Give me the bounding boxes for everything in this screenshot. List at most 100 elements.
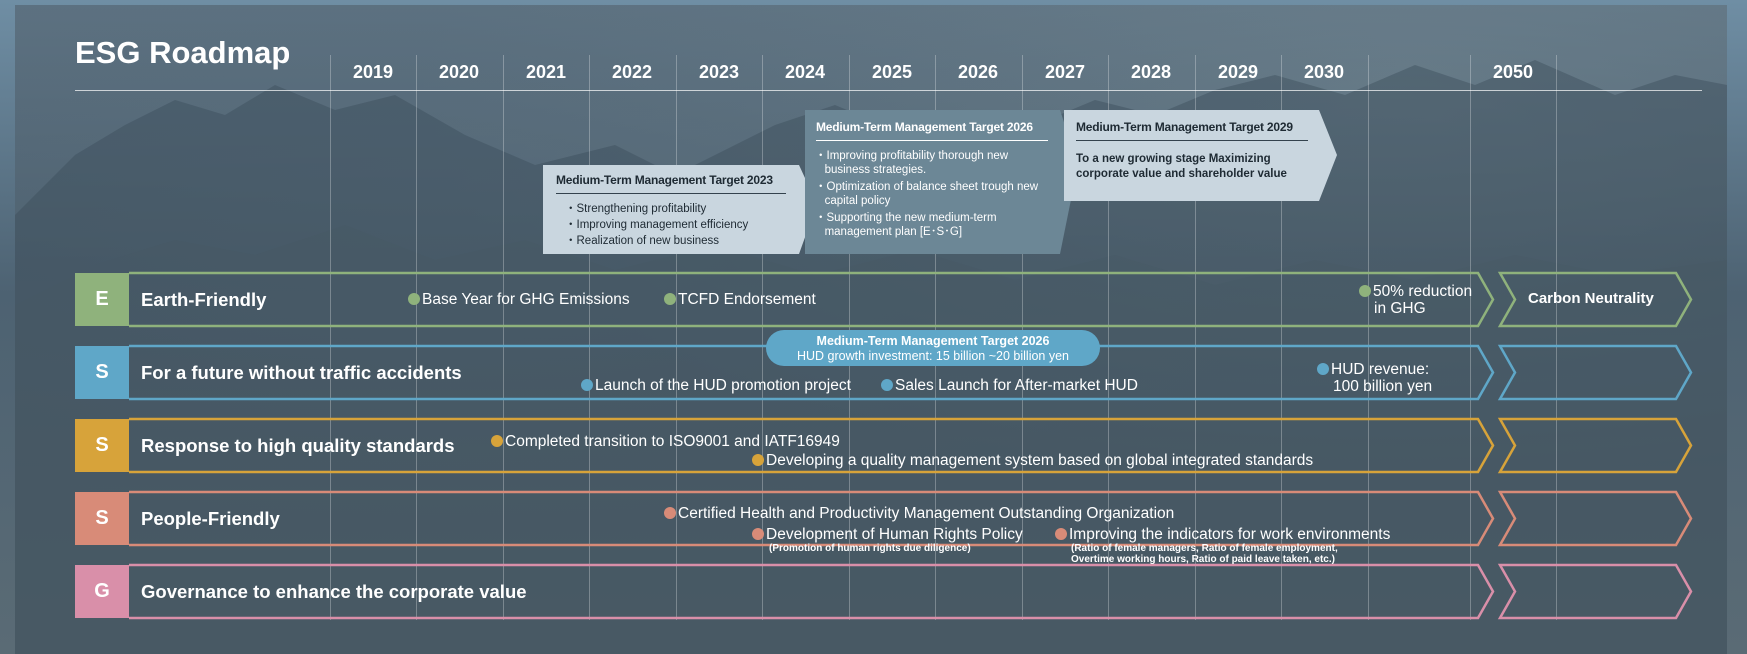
event-iso-transition: Completed transition to ISO9001 and IATF…: [491, 434, 840, 450]
year-2030: 2030: [1303, 62, 1345, 82]
event-quality-system: Developing a quality management system b…: [752, 453, 1313, 469]
target-2026-item: capital policy: [815, 195, 891, 207]
lane-people-label: People-Friendly: [141, 508, 280, 529]
lane-earth-badge-bg: [75, 273, 129, 326]
pill-title: Medium-Term Management Target 2026: [816, 334, 1050, 348]
target-2023-item: ・Improving management efficiency: [565, 219, 749, 231]
grid-line: [589, 55, 590, 620]
target-2029-line: To a new growing stage Maximizing: [1076, 153, 1271, 165]
lane-earth-label: Earth-Friendly: [141, 289, 267, 310]
milestone-dot: [1317, 363, 1329, 375]
year-2019: 2019: [352, 62, 394, 82]
lane-gov-goal-arrow: [1497, 563, 1693, 620]
milestone-dot: [881, 379, 893, 391]
event-work-environment-note: Overtime working hours, Ratio of paid le…: [1071, 554, 1335, 565]
lane-traffic-label: For a future without traffic accidents: [141, 362, 462, 383]
target-2029-box: [1064, 110, 1337, 201]
year-2026: 2026: [957, 62, 999, 82]
year-2023: 2023: [698, 62, 740, 82]
event-label: HUD revenue:: [1331, 361, 1430, 378]
lane-quality-badge: S: [95, 434, 109, 456]
page-title: ESG Roadmap: [75, 35, 291, 70]
lane-gov-label: Governance to enhance the corporate valu…: [141, 581, 527, 602]
target-2029-line: corporate value and shareholder value: [1076, 168, 1287, 180]
event-health-certification: Certified Health and Productivity Manage…: [664, 506, 1174, 522]
year-2021: 2021: [525, 62, 567, 82]
event-work-environment-note: (Ratio of female managers, Ratio of fema…: [1071, 543, 1338, 554]
milestone-dot: [752, 528, 764, 540]
pill-detail: HUD growth investment: 15 billion ~20 bi…: [796, 349, 1069, 363]
year-2025: 2025: [871, 62, 913, 82]
milestone-dot: [408, 293, 420, 305]
lane-gov-arrow: [129, 563, 1495, 620]
lane-traffic-badge: S: [95, 361, 109, 383]
target-2029-rule: [1076, 140, 1308, 141]
grid-line: [1195, 55, 1196, 620]
milestone-dot: [1055, 528, 1067, 540]
lane-quality-goal-arrow: [1497, 417, 1693, 474]
grid-line: [1368, 55, 1369, 620]
event-ghg-base-year: Base Year for GHG Emissions: [408, 292, 630, 308]
year-2024: 2024: [784, 62, 826, 82]
event-label: Certified Health and Productivity Manage…: [678, 505, 1175, 522]
lane-quality-label: Response to high quality standards: [141, 435, 455, 456]
grid-line: [416, 55, 417, 620]
grid-line: [503, 55, 504, 620]
year-2029: 2029: [1217, 62, 1259, 82]
roadmap-board: ESG Roadmap 2019 2020 2021 2022 2023 202…: [15, 5, 1727, 654]
milestone-dot: [752, 454, 764, 466]
event-label: Development of Human Rights Policy: [766, 526, 1023, 543]
milestone-dot: [1359, 285, 1371, 297]
year-2027: 2027: [1044, 62, 1086, 82]
target-2026-pill: Medium-Term Management Target 2026 HUD g…: [766, 330, 1100, 366]
lane-people-badge-bg: [75, 492, 129, 545]
event-human-rights-note: (Promotion of human rights due diligence…: [769, 543, 971, 554]
lane-people-badge: S: [95, 507, 109, 529]
grid-line: [1470, 55, 1471, 620]
event-hud-aftermarket: Sales Launch for After-market HUD: [881, 378, 1138, 394]
target-2026-item: ・Optimization of balance sheet trough ne…: [815, 181, 1039, 193]
target-2026-item: ・Supporting the new medium-term: [815, 212, 997, 224]
target-2026-box: [805, 110, 1078, 254]
lane-traffic-badge-bg: [75, 346, 129, 399]
target-2029-title: Medium-Term Management Target 2029: [1076, 120, 1293, 134]
grid-line: [1556, 55, 1557, 620]
year-2020: 2020: [438, 62, 480, 82]
lane-people-goal-arrow: [1497, 490, 1693, 547]
year-2028: 2028: [1130, 62, 1172, 82]
event-tcfd: TCFD Endorsement: [664, 292, 816, 308]
year-2022: 2022: [611, 62, 653, 82]
header-rule: [75, 90, 1702, 91]
target-2023-rule: [556, 193, 786, 194]
target-2026-item: management plan [E･S･G]: [815, 226, 963, 238]
target-2026-rule: [816, 140, 1048, 141]
target-2023-item: ・Strengthening profitability: [565, 203, 707, 215]
event-label: Base Year for GHG Emissions: [422, 291, 630, 308]
grid-line: [1108, 55, 1109, 620]
event-ghg-reduction-line2: in GHG: [1374, 300, 1426, 317]
event-label: Completed transition to ISO9001 and IATF…: [505, 433, 840, 450]
lane-quality-arrow: [129, 417, 1495, 474]
target-2026-item: business strategies.: [815, 164, 927, 176]
target-2023-title: Medium-Term Management Target 2023: [556, 173, 773, 187]
grid-line: [762, 55, 763, 620]
target-2023-item: ・Realization of new business: [565, 235, 720, 247]
event-human-rights-policy: Development of Human Rights Policy: [752, 527, 1023, 543]
event-label: Sales Launch for After-market HUD: [895, 377, 1138, 394]
milestone-dot: [664, 507, 676, 519]
lane-people-arrow: [129, 490, 1495, 547]
event-label: 50% reduction: [1373, 283, 1473, 300]
target-2023-box: [543, 165, 817, 254]
milestone-dot: [581, 379, 593, 391]
lane-earth-badge: E: [95, 288, 109, 310]
target-2026-title: Medium-Term Management Target 2026: [816, 120, 1033, 134]
carbon-neutrality-goal: Carbon Neutrality: [1528, 290, 1654, 307]
lane-traffic-goal-arrow: [1497, 344, 1693, 401]
lane-earth-arrow: [129, 271, 1495, 328]
grid-line: [330, 55, 331, 620]
event-label: TCFD Endorsement: [678, 291, 816, 308]
event-hud-revenue: HUD revenue:: [1317, 362, 1429, 378]
year-2050: 2050: [1492, 62, 1534, 82]
lane-earth-goal-arrow: [1497, 271, 1693, 328]
event-ghg-reduction: 50% reduction: [1359, 284, 1472, 300]
